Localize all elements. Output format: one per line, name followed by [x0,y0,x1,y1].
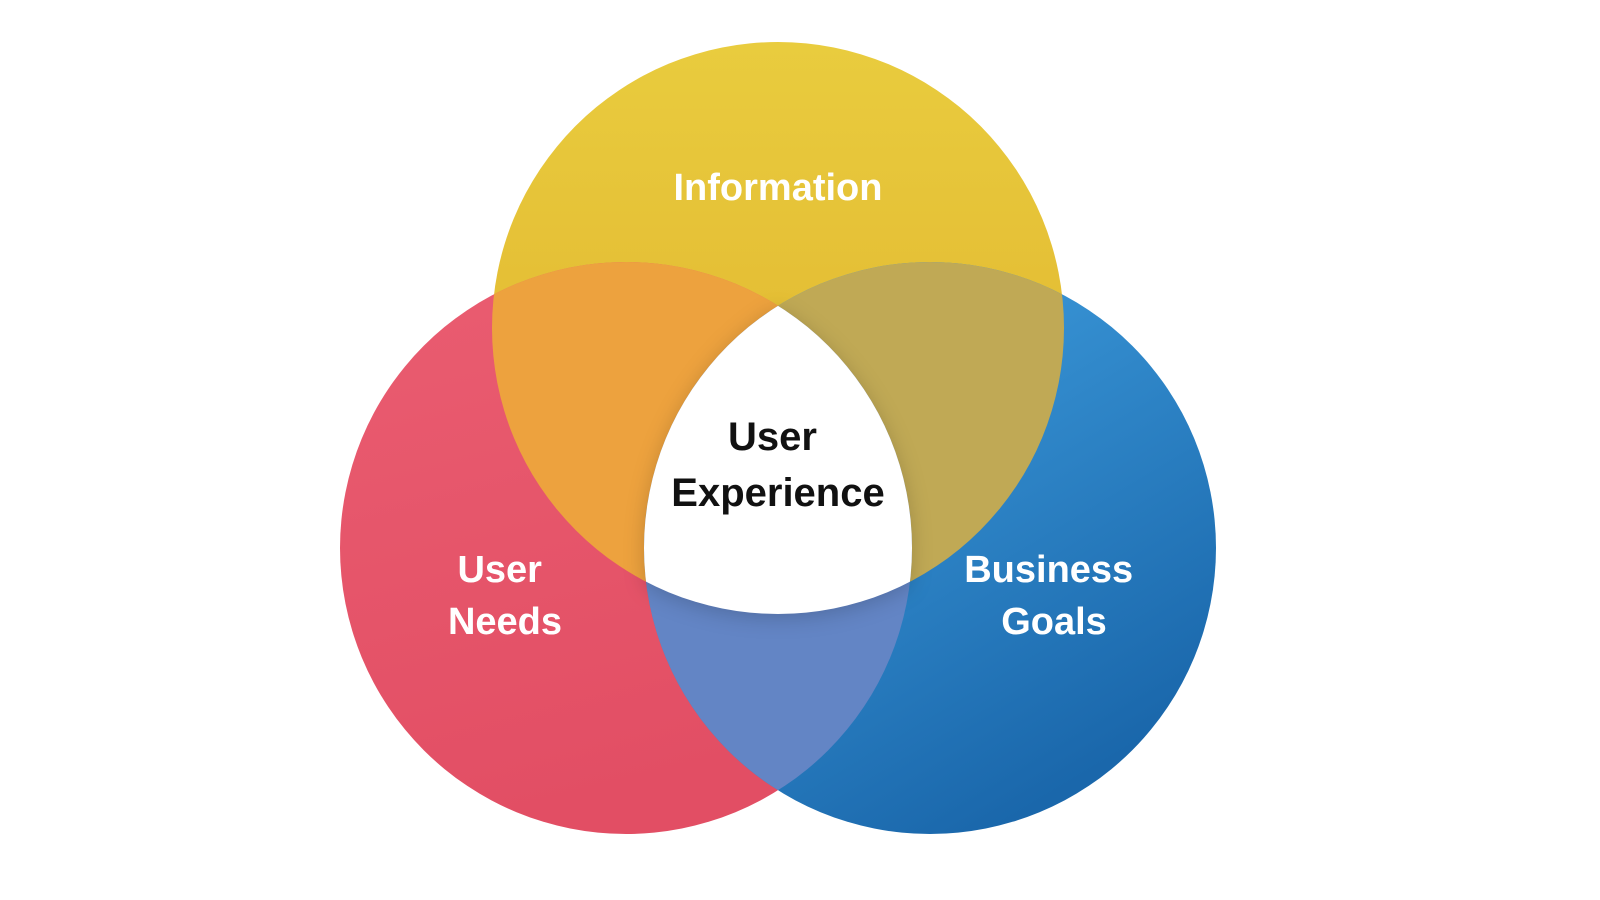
label-user-experience: User Experience [671,415,884,515]
center-intersection-group [644,262,912,614]
label-business-goals-line2: Goals [1001,601,1107,643]
label-information-line1: Information [674,167,883,209]
label-user-needs: User Needs [448,549,562,643]
label-business-goals-line1: Business [964,549,1133,591]
label-user-experience-line1: User [728,415,817,459]
center-intersection-shape [644,262,912,614]
label-user-needs-line1: User [457,549,542,591]
label-user-needs-line2: Needs [448,601,562,643]
label-business-goals: Business Goals [964,549,1144,643]
label-user-experience-line2: Experience [671,471,884,515]
label-information: Information [674,167,883,209]
